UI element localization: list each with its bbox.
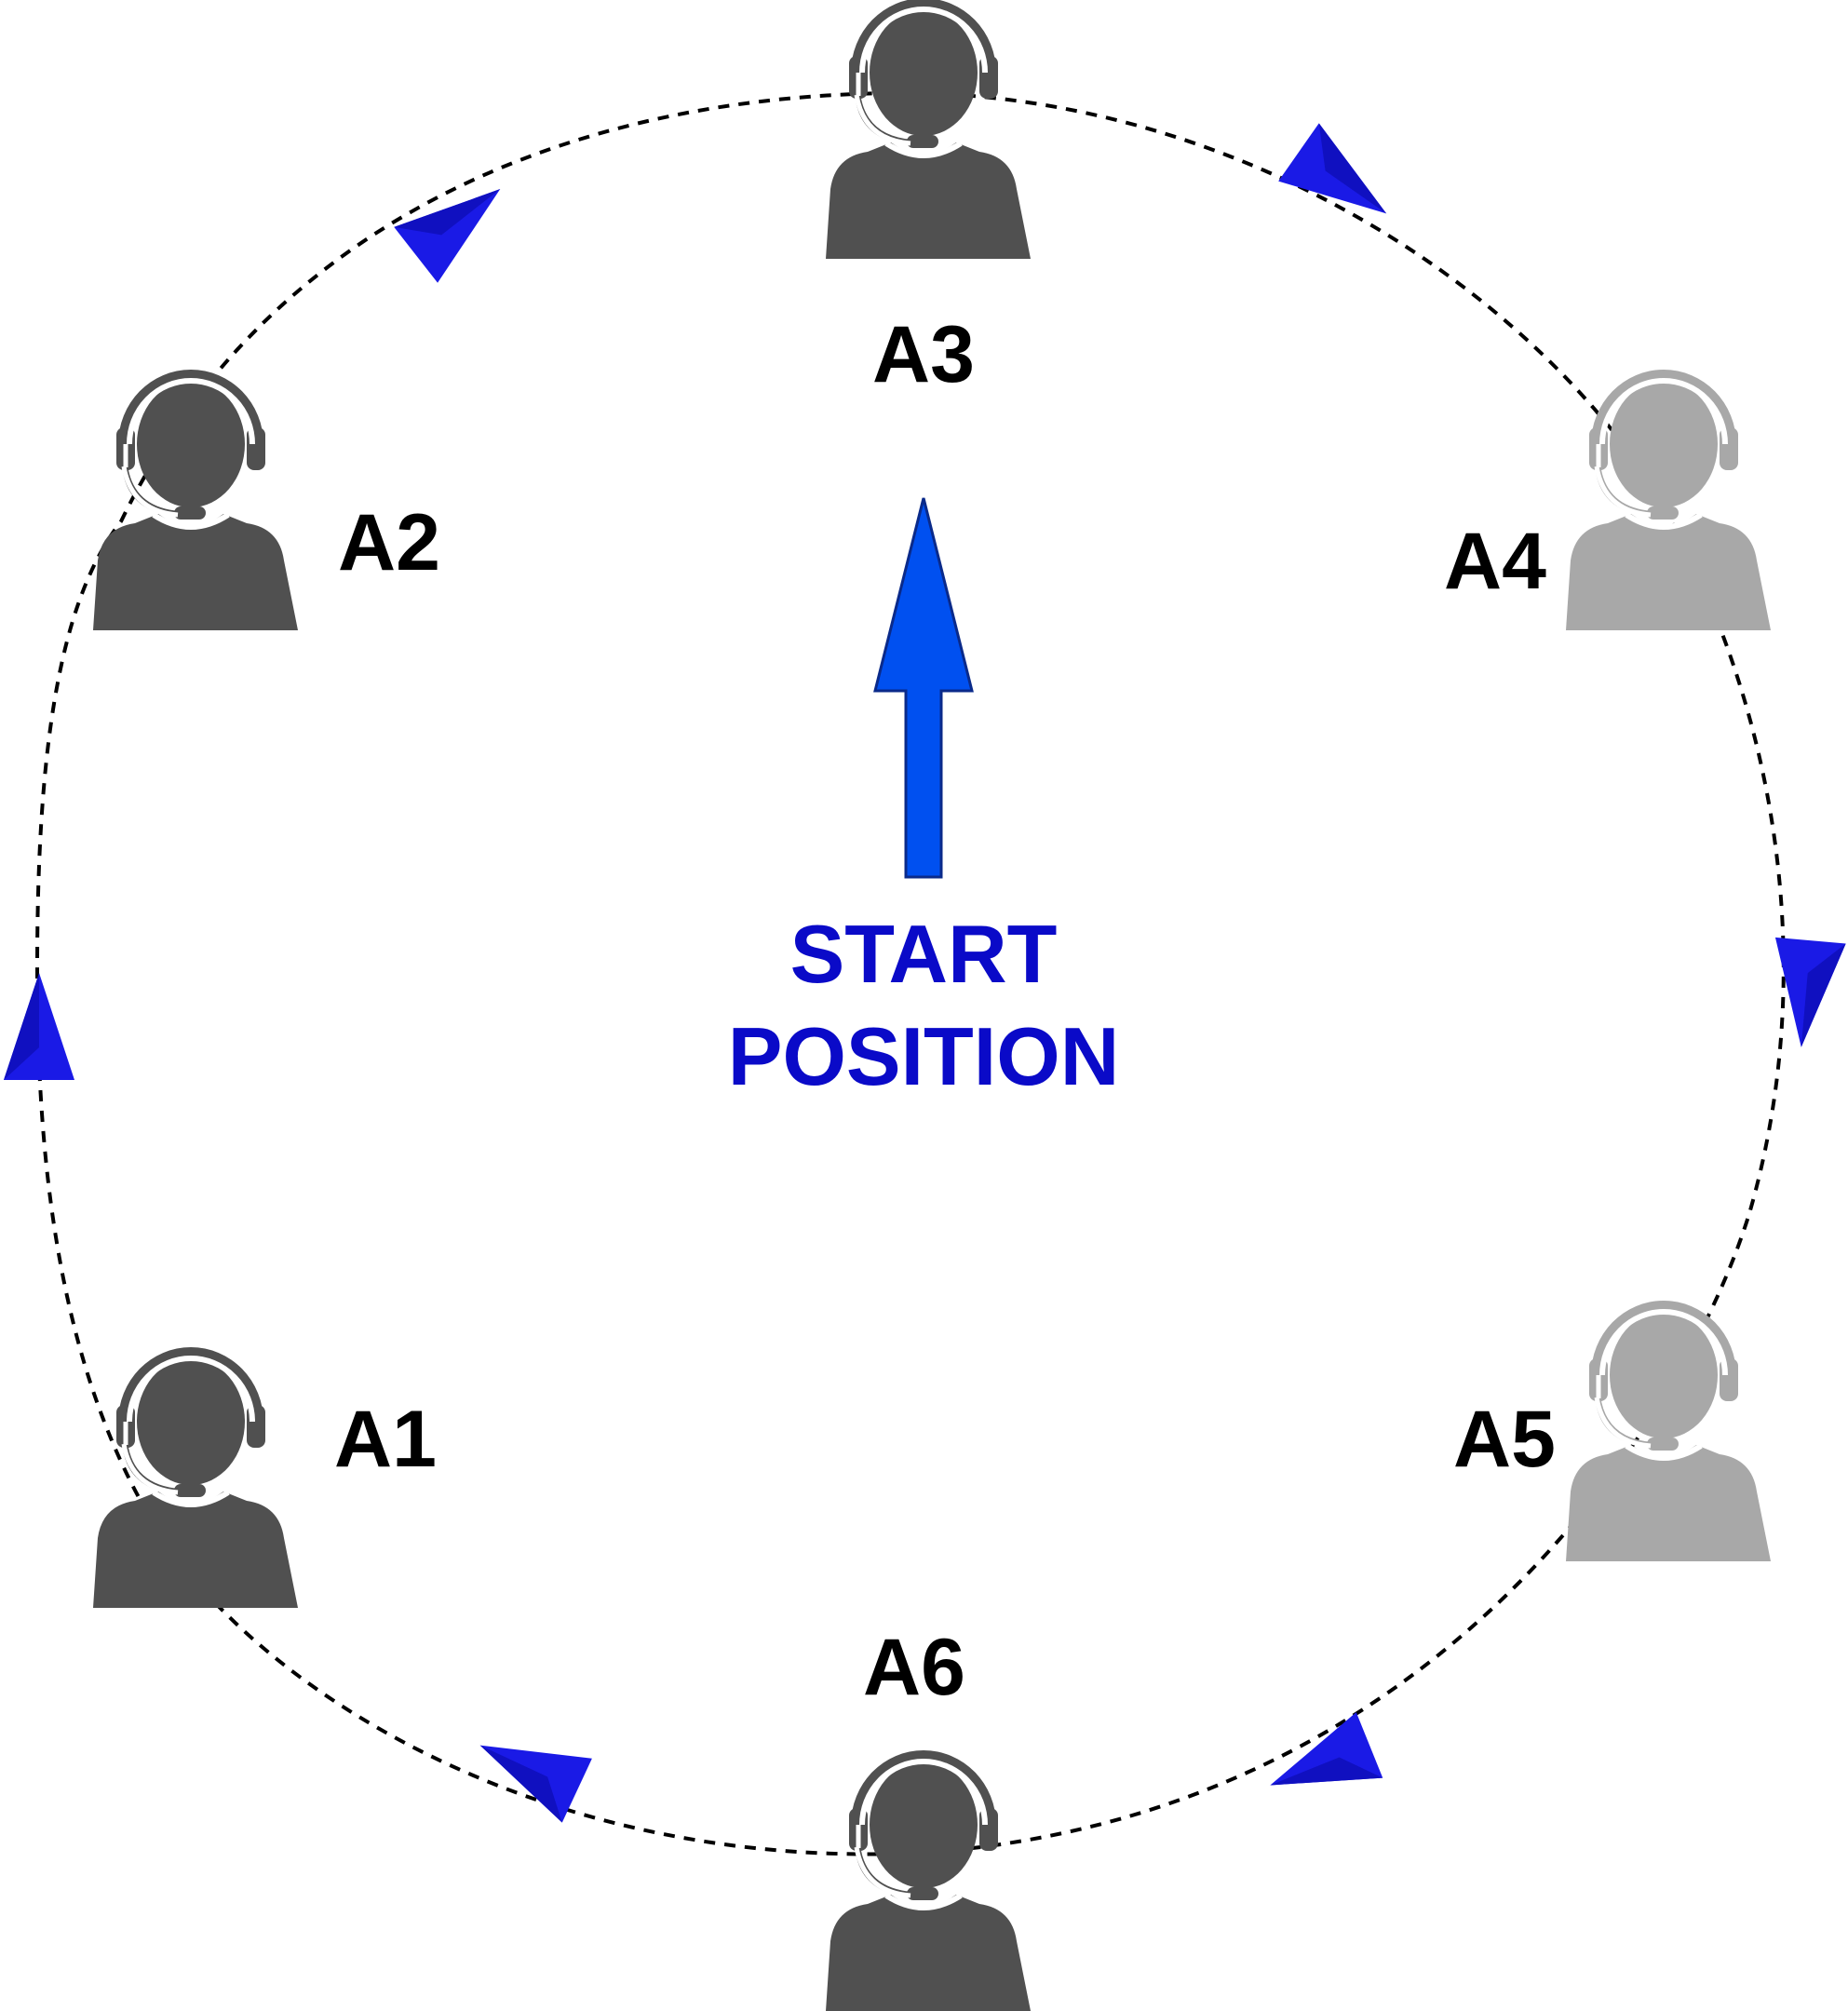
agent-a2 (93, 370, 298, 630)
agent-a1 (93, 1347, 298, 1608)
headset-person-icon (1566, 370, 1771, 630)
headset-person-icon (1566, 1301, 1771, 1561)
agent-label-a5: A5 (1453, 1395, 1556, 1484)
start-position-arrow (873, 497, 974, 879)
direction-arrow-a4-a5 (1774, 937, 1846, 1047)
direction-arrow-a6-a1 (479, 1745, 592, 1823)
agent-label-a2: A2 (338, 498, 440, 587)
headset-person-icon (826, 0, 1031, 259)
triangle-arrow-icon (1270, 1712, 1383, 1786)
start-label-line2: POSITION (728, 1010, 1120, 1102)
agent-a3 (826, 0, 1031, 259)
direction-arrow-a1-a2 (4, 973, 74, 1080)
agent-label-a6: A6 (863, 1623, 965, 1712)
triangle-arrow-icon (394, 189, 501, 283)
headset-person-icon (826, 1750, 1031, 2011)
agent-label-a4: A4 (1444, 517, 1546, 606)
agent-a6 (826, 1750, 1031, 2011)
direction-arrow-a2-a3 (394, 189, 501, 283)
direction-arrow-a3-a4 (1278, 123, 1387, 214)
agent-label-a3: A3 (872, 310, 975, 399)
headset-person-icon (93, 1347, 298, 1608)
headset-person-icon (93, 370, 298, 630)
triangle-arrow-icon (1278, 123, 1387, 214)
agent-label-a1: A1 (334, 1395, 437, 1484)
start-label-line1: START (790, 908, 1058, 1000)
agent-a4 (1566, 370, 1771, 630)
direction-arrow-a5-a6 (1270, 1712, 1383, 1786)
agent-a5 (1566, 1301, 1771, 1561)
